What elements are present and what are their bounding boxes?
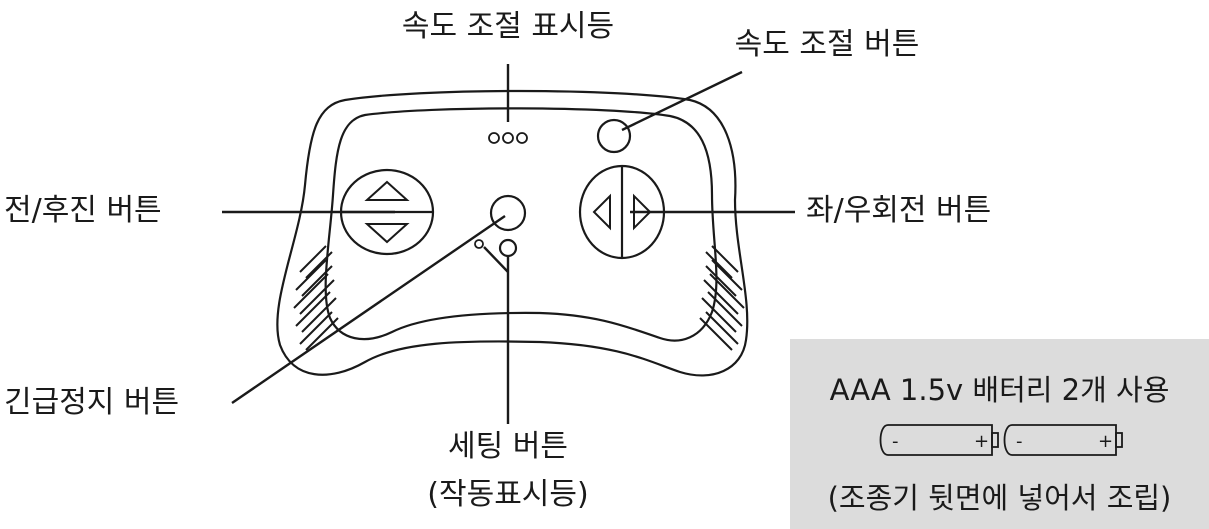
leader-lines — [222, 64, 795, 424]
label-setting-button: 세팅 버튼 — [448, 429, 568, 464]
up-arrow-icon — [364, 180, 410, 201]
label-left-right: 좌/우회전 버튼 — [806, 193, 992, 228]
battery-spec-text: AAA 1.5v 배터리 2개 사용 — [829, 373, 1170, 407]
label-setting-sub: (작동표시등) — [427, 477, 589, 512]
label-speed-button: 속도 조절 버튼 — [734, 27, 920, 62]
battery-2-icon — [1003, 424, 1123, 456]
down-arrow-icon — [364, 223, 410, 244]
speed-indicator-lights — [488, 132, 528, 144]
battery-2-minus: - — [1016, 431, 1023, 452]
battery-1-icon — [879, 424, 999, 456]
label-emergency-stop: 긴급정지 버튼 — [4, 385, 180, 420]
right-grip-vents — [699, 245, 745, 351]
battery-1-minus: - — [892, 431, 899, 452]
batteries-icon: - + - + — [879, 424, 1123, 456]
battery-info-box: AAA 1.5v 배터리 2개 사용 - + - + (조종기 뒷면에 넣어서 … — [790, 339, 1209, 529]
controller-outer-body — [276, 89, 749, 377]
left-arrow-icon — [592, 193, 611, 231]
battery-2-plus: + — [1098, 431, 1113, 452]
label-forward-backward: 전/후진 버튼 — [4, 193, 162, 228]
operation-indicator-light — [474, 239, 484, 249]
battery-1-plus: + — [974, 431, 989, 452]
speed-button[interactable] — [596, 118, 632, 154]
battery-install-text: (조종기 뒷면에 넣어서 조립) — [827, 481, 1172, 515]
setting-button[interactable] — [498, 238, 518, 258]
label-speed-indicator: 속도 조절 표시등 — [401, 9, 615, 44]
emergency-stop-button[interactable] — [489, 194, 527, 232]
left-grip-vents — [293, 245, 339, 351]
